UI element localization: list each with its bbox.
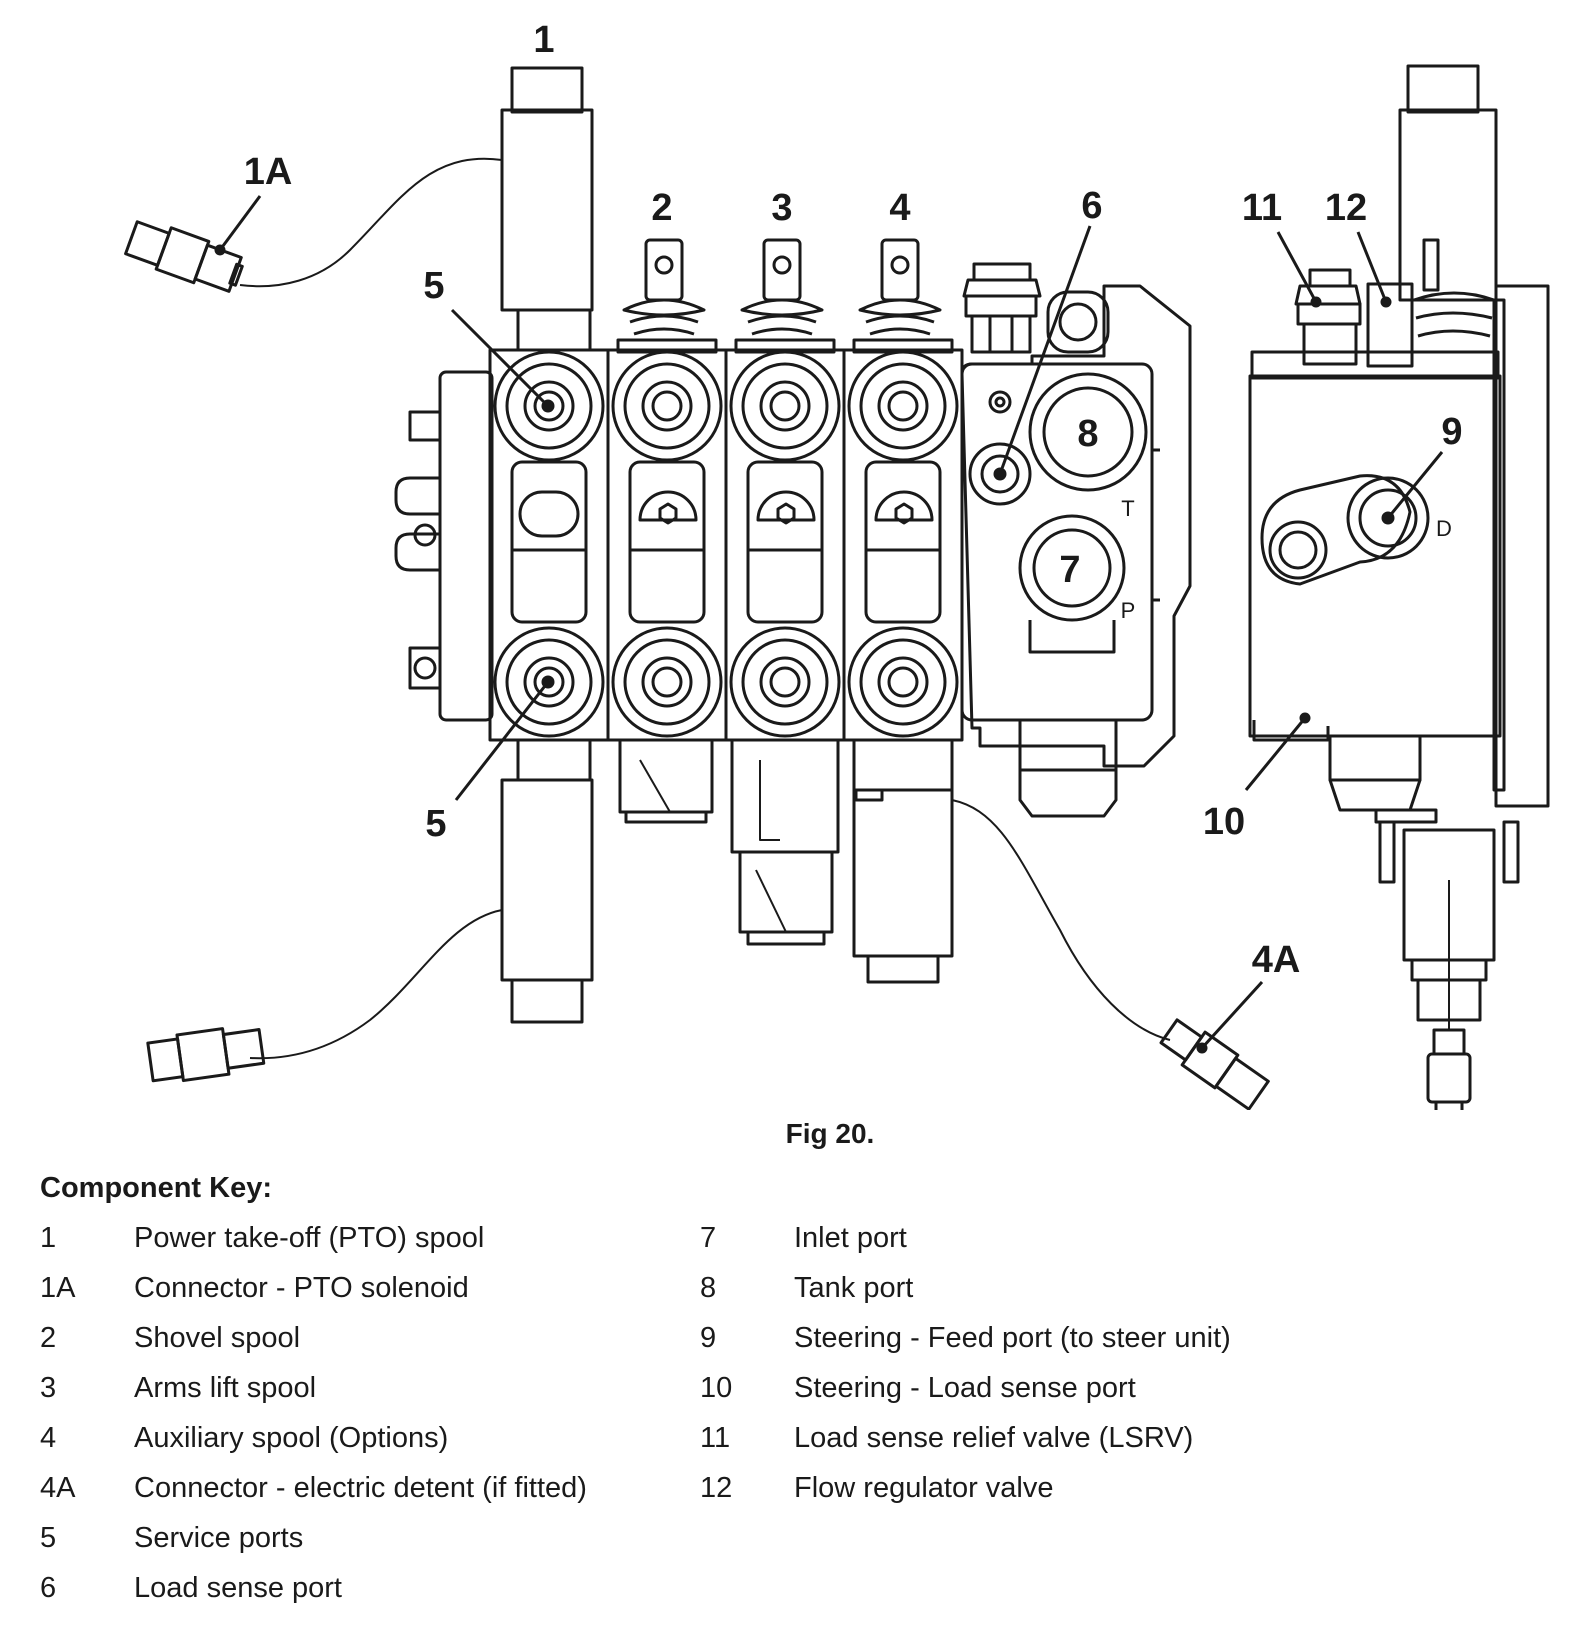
arms-lift-spool-section — [724, 238, 846, 946]
key-row: 3 Arms lift spool — [40, 1372, 660, 1422]
side-view — [1248, 64, 1550, 1110]
callout-5-top: 5 — [423, 265, 444, 307]
port-letter-d: D — [1436, 516, 1452, 541]
key-row: 7 Inlet port — [700, 1222, 1260, 1272]
component-key-left-column: 1 Power take-off (PTO) spool 1A Connector … — [40, 1222, 660, 1622]
key-description: Load sense relief valve (LSRV) — [794, 1422, 1194, 1454]
key-row: 2 Shovel spool — [40, 1322, 660, 1372]
callout-12: 12 — [1325, 187, 1367, 229]
key-row: 6 Load sense port — [40, 1572, 660, 1622]
callout-1: 1 — [533, 19, 554, 61]
pto-spool-section — [124, 66, 610, 1083]
pto-solenoid-connector — [124, 220, 244, 293]
callout-3: 3 — [771, 187, 792, 229]
component-key-right-column: 7 Inlet port 8 Tank port 9 Steering - Feed … — [700, 1222, 1260, 1522]
key-number: 4 — [40, 1422, 57, 1454]
callout-8: 8 — [1077, 413, 1098, 455]
key-number: 2 — [40, 1322, 57, 1354]
key-number: 6 — [40, 1572, 57, 1604]
port-letter-p: P — [1121, 598, 1136, 623]
inlet-section — [960, 262, 1192, 818]
figure-caption: Fig 20. — [785, 1118, 875, 1149]
leader-lines — [214, 195, 1444, 1054]
key-row: 11 Load sense relief valve (LSRV) — [700, 1422, 1260, 1472]
load-sense-port — [968, 442, 1032, 506]
key-number: 1A — [40, 1272, 76, 1304]
lower-connector — [146, 1027, 266, 1083]
callout-7: 7 — [1059, 549, 1080, 591]
key-description: Steering - Feed port (to steer unit) — [794, 1322, 1231, 1354]
key-description: Connector - electric detent (if fitted) — [134, 1472, 587, 1504]
key-description: Tank port — [794, 1272, 914, 1304]
key-description: Arms lift spool — [134, 1372, 317, 1404]
shovel-spool-section — [606, 238, 728, 824]
key-description: Steering - Load sense port — [794, 1372, 1136, 1404]
callout-6: 6 — [1081, 185, 1102, 227]
electric-detent-connector — [1159, 1018, 1270, 1110]
key-number: 3 — [40, 1372, 57, 1404]
key-number: 11 — [700, 1422, 731, 1454]
key-number: 8 — [700, 1272, 717, 1304]
key-description: Load sense port — [134, 1572, 342, 1604]
key-number: 5 — [40, 1522, 57, 1554]
key-number: 7 — [700, 1222, 717, 1254]
service-port-top — [493, 350, 605, 462]
component-key-title: Component Key: — [40, 1172, 272, 1204]
key-number: 1 — [40, 1222, 57, 1254]
key-row: 4A Connector - electric detent (if fitted… — [40, 1472, 660, 1522]
callout-1a: 1A — [244, 151, 293, 193]
key-description: Shovel spool — [134, 1322, 301, 1354]
steering-feed-port — [1260, 474, 1430, 586]
callout-4a: 4A — [1252, 939, 1301, 981]
key-row: 10 Steering - Load sense port — [700, 1372, 1260, 1422]
key-number: 12 — [700, 1472, 733, 1504]
callout-5-bottom: 5 — [425, 803, 446, 845]
auxiliary-spool-section — [842, 238, 1270, 1110]
key-row: 1A Connector - PTO solenoid — [40, 1272, 660, 1322]
key-row: 4 Auxiliary spool (Options) — [40, 1422, 660, 1472]
key-description: Power take-off (PTO) spool — [134, 1222, 485, 1254]
service-port-bottom — [493, 626, 605, 738]
valve-block-diagram: 1 1A 2 3 4 4A 5 5 6 7 8 9 10 11 12 T P D — [124, 19, 1550, 1110]
callout-4: 4 — [889, 187, 910, 229]
key-row: 8 Tank port — [700, 1272, 1260, 1322]
port-letter-t: T — [1121, 496, 1134, 521]
callout-9: 9 — [1441, 411, 1462, 453]
key-row: 1 Power take-off (PTO) spool — [40, 1222, 660, 1272]
inlet-port — [1018, 514, 1126, 622]
key-number: 9 — [700, 1322, 717, 1354]
key-row: 5 Service ports — [40, 1522, 660, 1572]
callout-11: 11 — [1242, 187, 1282, 229]
key-description: Connector - PTO solenoid — [134, 1272, 469, 1304]
key-description: Inlet port — [794, 1222, 907, 1254]
key-number: 4A — [40, 1472, 76, 1504]
callout-2: 2 — [651, 187, 672, 229]
key-description: Flow regulator valve — [794, 1472, 1054, 1504]
key-row: 12 Flow regulator valve — [700, 1472, 1260, 1522]
key-number: 10 — [700, 1372, 733, 1404]
callout-10: 10 — [1203, 801, 1245, 843]
key-description: Service ports — [134, 1522, 304, 1554]
tank-port — [1028, 372, 1148, 492]
key-description: Auxiliary spool (Options) — [134, 1422, 449, 1454]
key-row: 9 Steering - Feed port (to steer unit) — [700, 1322, 1260, 1372]
